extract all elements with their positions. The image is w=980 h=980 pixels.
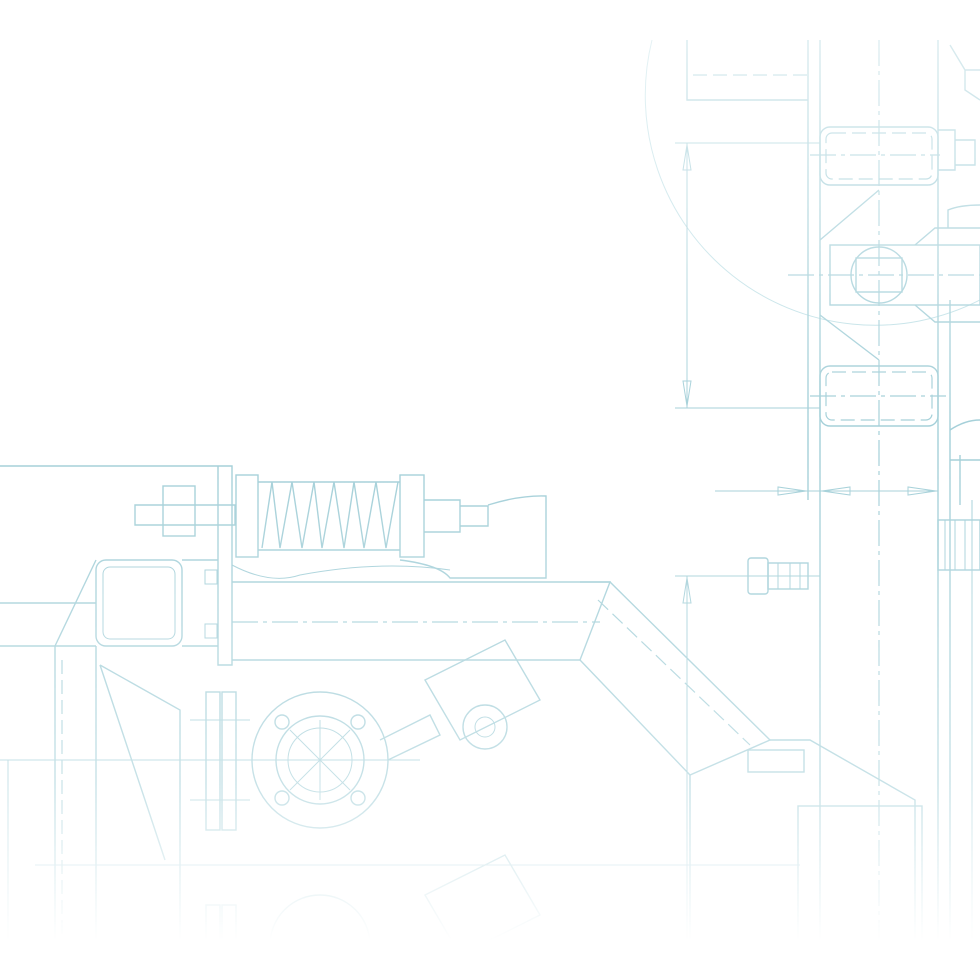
spring-assembly-drawing bbox=[0, 465, 612, 940]
bolt-drawing bbox=[747, 557, 809, 595]
flange-valve-drawing bbox=[0, 581, 923, 980]
bearing-housing-drawing bbox=[644, 39, 980, 940]
